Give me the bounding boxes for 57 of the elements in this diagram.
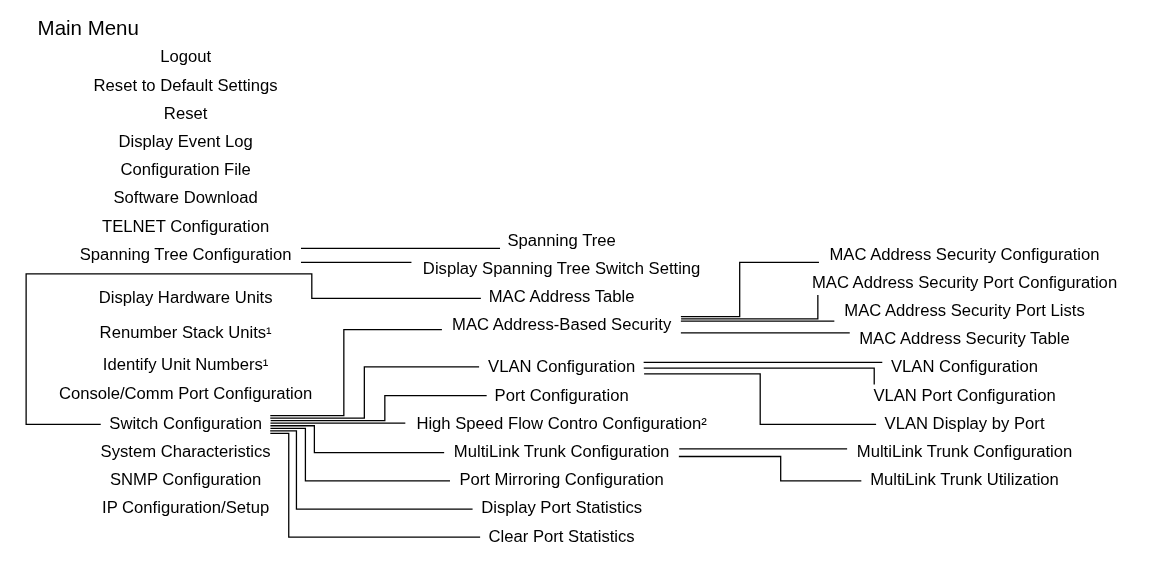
node-text: VLAN Configuration xyxy=(891,357,1039,377)
node-text: VLAN Port Configuration xyxy=(873,385,1056,405)
node-text: Configuration File xyxy=(120,160,251,180)
node-text: Software Download xyxy=(113,188,258,208)
connector xyxy=(269,427,451,482)
node-text: IP Configuration/Setup xyxy=(102,498,270,518)
connector xyxy=(678,455,862,482)
node-text: VLAN Display by Port xyxy=(884,413,1045,433)
connector xyxy=(643,367,875,386)
node-text: MultiLink Trunk Configuration xyxy=(856,442,1073,462)
connector xyxy=(300,247,501,249)
node-text: SNMP Configuration xyxy=(109,470,262,490)
node-text: High Speed Flow Contro Configuration² xyxy=(416,413,707,433)
connector xyxy=(300,261,413,264)
node-text: Port Configuration xyxy=(494,385,629,405)
node-text: Switch Configuration xyxy=(109,413,262,433)
node-text: Spanning Tree Configuration xyxy=(79,244,292,264)
node-text: MAC Address Security Port Configuration xyxy=(811,272,1118,292)
node-text: Display Spanning Tree Switch Setting xyxy=(422,258,701,278)
node-text: Reset to Default Settings xyxy=(93,75,278,95)
node-text: Display Hardware Units xyxy=(98,288,273,308)
connector xyxy=(269,425,445,454)
node-text: MultiLink Trunk Configuration xyxy=(453,442,670,462)
node-text: Display Event Log xyxy=(118,132,253,151)
node-text: MAC Address Security Table xyxy=(859,329,1070,349)
connector xyxy=(269,329,443,417)
node-text: MultiLink Trunk Utilization xyxy=(870,470,1059,490)
node-text: MAC Address Security Port Lists xyxy=(844,301,1085,321)
connector xyxy=(680,320,835,322)
connector xyxy=(269,432,481,538)
node-text: VLAN Configuration xyxy=(488,357,636,377)
node-text: Console/Comm Port Configuration xyxy=(58,384,313,404)
connector xyxy=(680,261,820,318)
node-text: Spanning Tree xyxy=(507,230,616,250)
node-text: MAC Address Security Configuration xyxy=(829,244,1100,264)
connector xyxy=(269,430,474,510)
connector xyxy=(270,395,488,422)
connector xyxy=(269,366,480,419)
node-text: MAC Address-Based Security xyxy=(452,315,672,335)
node-text: TELNET Configuration xyxy=(102,216,270,236)
diagram-title: Main Menu xyxy=(37,15,139,39)
node-text: Identify Unit Numbers¹ xyxy=(102,354,269,374)
node-text: MAC Address Table xyxy=(488,287,635,307)
connector xyxy=(680,332,851,334)
node-text: Logout xyxy=(160,47,212,67)
connector xyxy=(680,294,819,320)
node-text: Display Port Statistics xyxy=(481,498,643,518)
connector xyxy=(643,373,877,426)
node-text: Port Mirroring Configuration xyxy=(459,470,664,490)
connector xyxy=(269,422,406,424)
connector xyxy=(643,361,883,363)
node-text: System Characteristics xyxy=(100,442,271,462)
connector xyxy=(25,273,482,426)
connector xyxy=(678,448,848,450)
node-text: Renumber Stack Units¹ xyxy=(99,322,272,342)
node-text: Reset xyxy=(163,103,208,123)
node-text: Clear Port Statistics xyxy=(488,526,635,546)
